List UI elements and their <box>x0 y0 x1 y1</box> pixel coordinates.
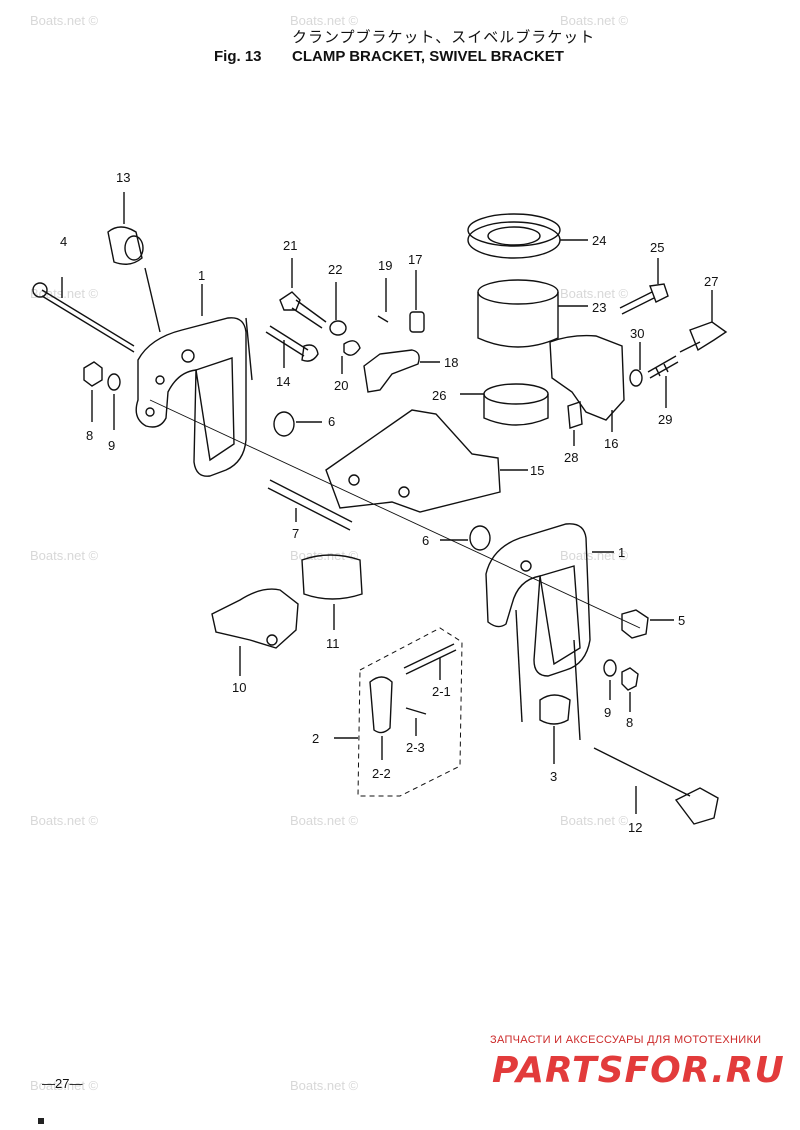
part-28-plate <box>567 401 583 446</box>
callout-label: 10 <box>232 680 246 695</box>
part-26-bushing <box>460 383 549 426</box>
part-16-holder <box>549 334 625 432</box>
callout-label: 3 <box>550 769 557 784</box>
callout-label: 26 <box>432 388 446 403</box>
callout-label: 14 <box>276 374 290 389</box>
part-13-cap <box>107 192 144 265</box>
part-11-liner <box>301 554 363 630</box>
watermark: Boats.net © <box>560 13 629 28</box>
callout-labels: 13 4 1 21 22 19 17 24 25 23 27 30 14 20 … <box>60 170 718 835</box>
part-2-1-stud <box>403 643 457 680</box>
part-10-holder <box>211 588 299 676</box>
watermark: Boats.net © <box>30 286 99 301</box>
callout-label: 1 <box>618 545 625 560</box>
callout-label: 28 <box>564 450 578 465</box>
callout-label: 8 <box>626 715 633 730</box>
figure-number: Fig. 13 <box>214 48 262 65</box>
part-19-pin <box>377 278 389 323</box>
part-20-spring <box>341 340 361 374</box>
callout-label: 20 <box>334 378 348 393</box>
part-6-washer-upper <box>273 411 322 437</box>
part-8-nut-left <box>83 361 103 422</box>
callout-label: 2-2 <box>372 766 391 781</box>
part-9-washer-right <box>603 659 617 700</box>
callout-label: 21 <box>283 238 297 253</box>
part-7-stud <box>267 479 353 531</box>
callout-label: 15 <box>530 463 544 478</box>
part-6-washer-lower <box>440 525 491 551</box>
page-number: —27— <box>42 1076 83 1091</box>
part-15-swivel-bracket <box>325 409 528 513</box>
callout-label: 13 <box>116 170 130 185</box>
callout-label: 6 <box>328 414 335 429</box>
diagram-title: Fig. 13 CLAMP BRACKET, SWIVEL BRACKET <box>214 48 564 65</box>
callout-label: 11 <box>326 636 340 651</box>
callout-label: 29 <box>658 412 672 427</box>
callout-label: 19 <box>378 258 392 273</box>
part-1-clamp-bracket-left <box>135 267 253 477</box>
callout-label: 12 <box>628 820 642 835</box>
brand-logo: PARTSFOR.RU <box>492 1050 785 1091</box>
part-12-handle-rod <box>593 747 719 825</box>
diagram-title-japanese: クランプブラケット、スイベルブラケット <box>292 29 596 46</box>
callout-label: 8 <box>86 428 93 443</box>
part-5-nut <box>621 609 674 639</box>
callout-label: 23 <box>592 300 606 315</box>
part-2-2-block <box>369 676 393 760</box>
callout-label: 27 <box>704 274 718 289</box>
watermark: Boats.net © <box>560 286 629 301</box>
part-25-bolt <box>619 258 669 315</box>
scan-mark <box>38 1118 44 1124</box>
part-24-ring <box>467 213 588 259</box>
callout-label: 5 <box>678 613 685 628</box>
part-2-assembly-group <box>334 627 463 797</box>
part-9-washer-left <box>107 373 121 430</box>
part-2-3-pin <box>405 707 427 736</box>
part-29-spring <box>647 355 679 408</box>
part-3-knob <box>539 694 571 764</box>
watermark: Boats.net © <box>560 813 629 828</box>
callout-label: 2 <box>312 731 319 746</box>
callout-label: 2-1 <box>432 684 451 699</box>
callout-label: 25 <box>650 240 664 255</box>
callout-label: 1 <box>198 268 205 283</box>
callout-label: 16 <box>604 436 618 451</box>
part-30-washer <box>629 342 643 387</box>
callout-label: 18 <box>444 355 458 370</box>
callout-label: 4 <box>60 234 67 249</box>
callout-label: 9 <box>604 705 611 720</box>
part-21-bolt <box>279 258 327 329</box>
part-23-bushing <box>477 279 588 348</box>
part-8-nut-right <box>621 667 639 712</box>
part-22-washer <box>329 282 347 336</box>
callout-label: 7 <box>292 526 299 541</box>
callout-label: 2-3 <box>406 740 425 755</box>
callout-label: 17 <box>408 252 422 267</box>
part-14-bolt <box>265 325 319 368</box>
watermark: Boats.net © <box>30 13 99 28</box>
callout-label: 22 <box>328 262 342 277</box>
part-1-clamp-bracket-right <box>485 523 614 741</box>
watermark: Boats.net © <box>290 813 359 828</box>
watermark: Boats.net © <box>30 1078 99 1093</box>
part-4-long-bolt <box>32 277 135 353</box>
assembly-axis <box>149 399 641 629</box>
part-18-lever <box>363 349 440 393</box>
watermark: Boats.net © <box>30 548 99 563</box>
part-17-sleeve <box>409 270 425 333</box>
brand-tagline: ЗАПЧАСТИ И АКСЕССУАРЫ ДЛЯ МОТОТЕХНИКИ <box>490 1034 762 1046</box>
watermark: Boats.net © <box>290 1078 359 1093</box>
callout-label: 30 <box>630 326 644 341</box>
watermark: Boats.net © <box>30 813 99 828</box>
callout-label: 24 <box>592 233 606 248</box>
diagram-title-english: CLAMP BRACKET, SWIVEL BRACKET <box>292 48 564 65</box>
callout-label: 9 <box>108 438 115 453</box>
part-27-thumb-screw <box>679 290 728 353</box>
watermark: Boats.net © <box>290 13 359 28</box>
callout-label: 6 <box>422 533 429 548</box>
